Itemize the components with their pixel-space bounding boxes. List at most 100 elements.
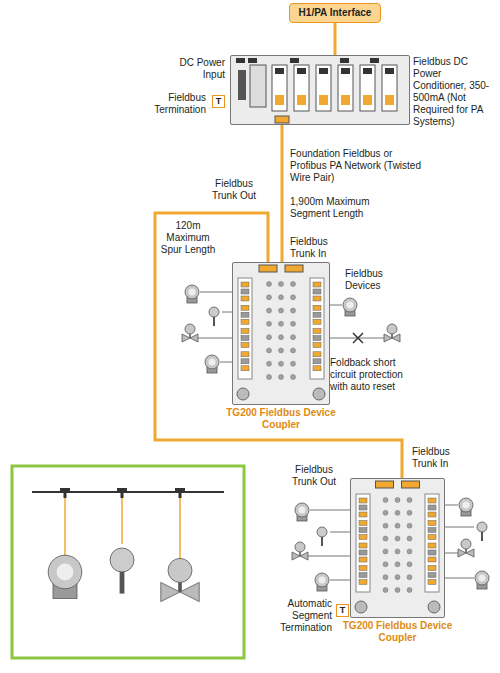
illustration-part [291,308,296,313]
illustration-part [230,55,410,125]
panel-caption: TG200 Fieldbus Device Coupler [216,407,346,431]
spur-wire [330,580,350,581]
illustration-part [267,282,272,287]
valve-device [384,324,400,342]
illustration-part [428,557,436,562]
spur-wire [445,553,458,554]
illustration-part [428,512,436,517]
illustration-part [291,361,296,366]
illustration-part [383,523,388,528]
illustration-part [359,573,367,578]
illustration-part [359,505,367,510]
spur-wire [220,362,232,363]
illustration-part [363,95,372,105]
illustration-part [241,319,249,324]
illustration-part [356,494,370,592]
illustration-part [359,550,367,555]
illustration-part [241,359,249,364]
illustration-part [267,375,272,380]
box-label: T [337,605,348,616]
illustration-part [428,580,436,585]
transmitter-device [185,285,199,303]
illustration-part [313,319,321,324]
illustration-part [292,552,308,560]
illustration-part [259,265,277,272]
illustration-part [407,588,412,593]
transmitter-device [343,298,357,316]
illustration-part [161,582,199,601]
illustration-part [363,68,372,74]
illustration-part [359,557,367,562]
power-conditioner-drawing [230,55,410,125]
illustration-part [382,65,397,111]
illustration-part [359,535,367,540]
box-label: H1/PA Interface [299,7,372,19]
illustration-part [428,601,440,613]
illustration-part [428,566,436,571]
illustration-part [458,549,474,557]
spur-wire [200,292,232,293]
illustration-part [313,352,321,357]
illustration-part [383,536,388,541]
illustration-part [205,355,219,369]
illustration-part [407,498,412,503]
illustration-part [359,528,367,533]
illustration-part [64,496,66,556]
illustration-part [383,575,388,580]
spur-wire [310,510,350,511]
callout-label: Foundation Fieldbus or Profibus PA Netwo… [290,148,430,184]
illustration-part [179,488,182,498]
illustration-part [359,566,367,571]
sensor-device [477,522,487,541]
transmitter-device [205,355,219,373]
valve-device [292,542,308,560]
illustration-part [395,575,400,580]
illustration-part [313,329,321,334]
box-label: T [213,96,224,107]
illustration-part [407,575,412,580]
illustration-part [341,95,350,105]
sensor-device [317,527,327,546]
illustration-part [291,348,296,353]
illustration-part [395,588,400,593]
illustration-part [294,65,309,111]
illustration-part [267,361,272,366]
illustration-part [353,333,363,343]
illustration-part [241,329,249,334]
illustration-part [313,343,321,348]
illustration-part [340,58,349,63]
illustration-part [285,265,303,272]
illustration-part [338,65,353,111]
callout-label: Automatic Segment Termination [260,598,332,634]
illustration-part [313,359,321,364]
sensor-device [209,307,219,326]
illustration-part [241,366,249,371]
illustration-part [359,543,367,548]
illustration-part [475,571,489,585]
illustration-part [241,312,249,317]
valve-device [182,324,198,342]
callout-label: 120m Maximum Spur Length [158,220,218,256]
illustration-part [395,536,400,541]
illustration-part [185,285,199,299]
illustration-part [279,295,284,300]
illustration-part [295,542,305,552]
illustration-part [267,348,272,353]
device-inset [12,466,244,658]
transmitter-device [315,573,329,591]
illustration-part [241,336,249,341]
illustration-part [236,58,245,63]
illustration-part [428,528,436,533]
illustration-part [384,334,400,342]
illustration-part [319,68,328,74]
illustration-part [428,505,436,510]
illustration-part [279,348,284,353]
transmitter-device [459,498,473,516]
illustration-part [121,488,124,498]
illustration-part [267,321,272,326]
illustration-part [313,312,321,317]
illustration-part [238,278,252,379]
illustration-part [313,366,321,371]
illustration-part [121,496,123,544]
illustration-part [428,498,436,503]
